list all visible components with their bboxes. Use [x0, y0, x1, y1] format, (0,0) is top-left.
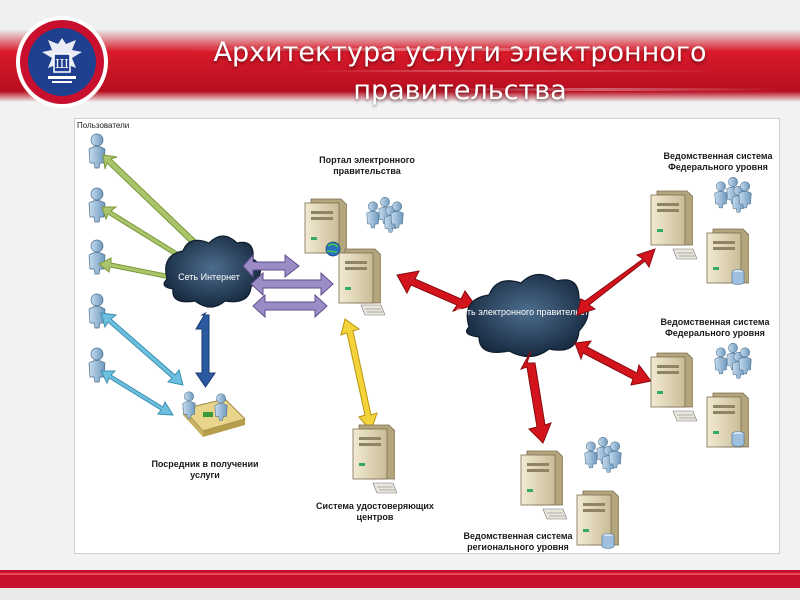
egov-cloud: Сеть электронного правительства: [456, 273, 599, 358]
egov-cloud-label: Сеть электронного правительства: [456, 307, 599, 317]
federal-system-1-servers: [650, 177, 751, 285]
svg-text:Ш: Ш: [55, 57, 69, 71]
cert-system-label: Система удостоверяющих центров: [316, 501, 434, 522]
internet-portal-arrows: [242, 253, 334, 319]
portal-cert-arrow: [340, 318, 378, 432]
regional-system-label: Ведомственная система регионального уров…: [463, 531, 573, 552]
user-intermediary-arrows: [100, 312, 184, 416]
federal-system-2-servers: [650, 343, 751, 448]
footer-band: [0, 556, 800, 600]
header-band: Ш Архитектура услуги электронного правит…: [0, 0, 800, 112]
portal-label: Портал электронного правительства: [319, 155, 415, 176]
diagram-panel: Сеть Интернет: [74, 118, 780, 554]
intermediary-label: Посредник в получении услуги: [151, 459, 259, 480]
users-label: Пользователи: [77, 121, 130, 130]
users-group: [88, 133, 106, 383]
intermediary-icon: [182, 391, 246, 437]
portal-servers: [304, 197, 403, 316]
emblem-logo: Ш: [16, 16, 108, 108]
slide-title: Архитектура услуги электронного правител…: [213, 37, 707, 106]
architecture-diagram: Сеть Интернет: [88, 133, 779, 549]
cert-servers: [352, 424, 397, 494]
federal-system-1-label: Ведомственная система Федерального уровн…: [663, 151, 773, 172]
egov-systems-arrows: [519, 248, 656, 444]
portal-egov-arrow: [396, 270, 476, 312]
federal-system-2-label: Ведомственная система Федерального уровн…: [660, 317, 770, 338]
header-background: [0, 0, 800, 112]
internet-cloud: Сеть Интернет: [163, 235, 262, 308]
internet-intermediary-arrow: [195, 311, 216, 388]
internet-cloud-label: Сеть Интернет: [178, 272, 240, 282]
